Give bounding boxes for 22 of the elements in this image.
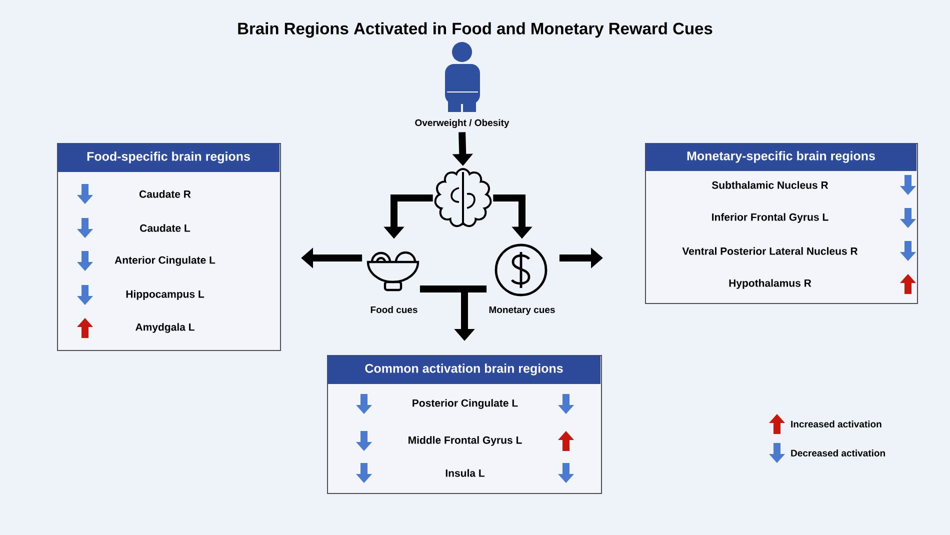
region-name: Ventral Posterior Lateral Nucleus R	[682, 247, 858, 255]
brain-icon	[434, 168, 492, 228]
panel-heading: Food-specific brain regions	[87, 152, 250, 164]
region-name: Amydgala L	[136, 323, 194, 333]
region-name: Insula L	[446, 469, 484, 477]
region-name: Caudate L	[140, 224, 190, 232]
region-name: Caudate R	[139, 190, 191, 198]
icon-label: Overweight / Obesity	[415, 119, 510, 128]
region-name: Hypothalamus R	[729, 279, 812, 289]
region-name: Posterior Cingulate L	[412, 399, 518, 409]
panel-heading: Monetary-specific brain regions	[687, 151, 875, 163]
legend-text: Decreased activation	[791, 450, 885, 456]
icon-label: Monetary cues	[489, 306, 555, 315]
legend-text: Increased activation	[791, 420, 882, 428]
region-name: Anterior Cingulate L	[114, 256, 216, 266]
region-name: Subthalamic Nucleus R	[712, 181, 828, 189]
panel-heading: Common activation brain regions	[365, 364, 563, 376]
region-name: Hippocampus L	[126, 290, 204, 300]
region-name: Middle Frontal Gyrus L	[408, 436, 522, 446]
title: Brain Regions Activated in Food and Monetary Reward Cues	[238, 22, 712, 38]
region-name: Inferior Frontal Gyrus L	[712, 213, 828, 223]
icon-label: Food cues	[370, 306, 418, 314]
